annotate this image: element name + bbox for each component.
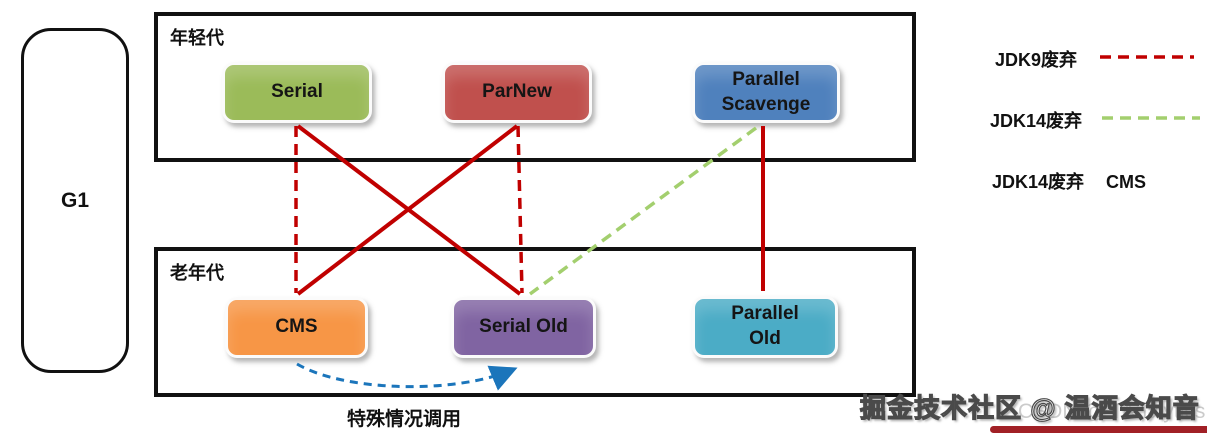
community-watermark: 掘金技术社区 @ 温酒会知音	[859, 392, 1200, 423]
bottom-red-bar	[990, 426, 1207, 433]
csdn-watermark: CSDN @ TAnalytics	[1018, 400, 1206, 423]
gc-box-parnew-label: ParNew	[482, 81, 552, 103]
g1-collector-box: G1	[21, 28, 129, 373]
gc-box-serial: Serial	[222, 62, 372, 123]
legend-item-jdk14-cms-suffix: CMS	[1106, 172, 1147, 192]
gc-box-parnew: ParNew	[442, 62, 592, 123]
legend-item-jdk9-deprecated: JDK9废弃	[995, 46, 1077, 72]
gc-box-parallel-scavenge-label: Parallel Scavenge	[721, 68, 811, 115]
legend-item-jdk14-deprecated: JDK14废弃	[990, 107, 1082, 133]
gc-box-cms: CMS	[225, 297, 368, 358]
young-generation-label: 年轻代	[170, 28, 224, 48]
g1-label: G1	[60, 188, 89, 212]
gc-box-serial-old-label: Serial Old	[479, 316, 568, 338]
gc-box-parallel-old: Parallel Old	[692, 296, 838, 358]
old-generation-label: 老年代	[170, 263, 224, 283]
gc-box-serial-old: Serial Old	[451, 297, 596, 358]
gc-box-serial-label: Serial	[271, 81, 323, 103]
legend-item-jdk9-label: JDK9废弃	[995, 50, 1078, 70]
special-call-label: 特殊情况调用	[347, 409, 462, 430]
gc-box-cms-label: CMS	[275, 316, 318, 338]
gc-box-parallel-old-label: Parallel Old	[731, 303, 799, 349]
legend-item-jdk14-cms-label: JDK14废弃	[992, 172, 1085, 192]
legend-item-jdk14-label: JDK14废弃	[990, 111, 1083, 131]
legend-item-jdk14-deprecated-cms: JDK14废弃 CMS	[992, 168, 1146, 194]
gc-box-parallel-scavenge: Parallel Scavenge	[692, 62, 840, 123]
